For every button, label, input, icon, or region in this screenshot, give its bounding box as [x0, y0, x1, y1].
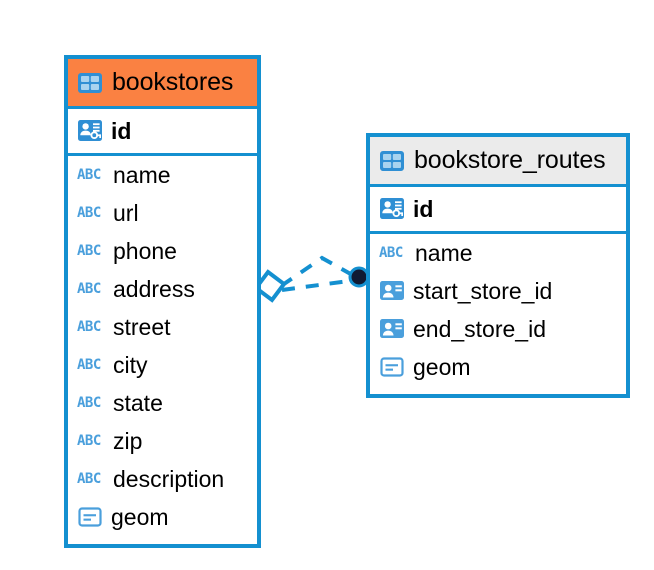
field-row-address[interactable]: ABC address: [68, 270, 257, 308]
abc-text-icon: ABC: [77, 167, 101, 183]
entity-header-bookstores[interactable]: bookstores: [68, 59, 257, 106]
entity-bookstores[interactable]: bookstores id: [64, 55, 261, 548]
field-label: city: [113, 351, 148, 378]
abc-text-icon: ABC: [77, 433, 101, 449]
abc-text-icon: ABC: [77, 319, 101, 335]
abc-text-icon: ABC: [77, 281, 101, 297]
abc-text-icon: ABC: [77, 243, 101, 259]
geometry-icon: [78, 507, 102, 527]
geometry-icon: [380, 357, 404, 377]
field-label: end_store_id: [413, 315, 546, 342]
relationship-line-upper: [279, 255, 357, 288]
field-row-url[interactable]: ABC url: [68, 194, 257, 232]
field-label: description: [113, 465, 225, 492]
entity-title: bookstores: [112, 68, 234, 96]
field-list-bookstores: ABC name ABC url ABC phone ABC: [68, 156, 257, 536]
field-row-state[interactable]: ABC state: [68, 384, 257, 422]
field-label: id: [111, 117, 132, 144]
entity-header-bookstore-routes[interactable]: bookstore_routes: [370, 137, 626, 184]
field-label: id: [413, 195, 434, 222]
field-label: url: [113, 199, 139, 226]
entity-title: bookstore_routes: [414, 146, 606, 174]
primary-key-section-bookstores: id: [68, 106, 257, 156]
entity-bookstore-routes[interactable]: bookstore_routes id: [366, 133, 630, 398]
field-row-id[interactable]: id: [370, 187, 626, 231]
abc-text-icon: ABC: [77, 395, 101, 411]
field-label: geom: [413, 353, 471, 380]
foreign-key-icon: [380, 281, 404, 300]
field-row-zip[interactable]: ABC zip: [68, 422, 257, 460]
field-label: address: [113, 275, 195, 302]
field-row-street[interactable]: ABC street: [68, 308, 257, 346]
field-row-id[interactable]: id: [68, 109, 257, 153]
table-icon: [380, 150, 404, 171]
field-row-name[interactable]: ABC name: [370, 234, 626, 272]
abc-text-icon: ABC: [77, 357, 101, 373]
foreign-key-icon: [380, 319, 404, 338]
abc-text-icon: ABC: [77, 205, 101, 221]
field-label: zip: [113, 427, 143, 454]
field-label: state: [113, 389, 163, 416]
primary-key-section-bookstore-routes: id: [370, 184, 626, 234]
field-row-city[interactable]: ABC city: [68, 346, 257, 384]
field-row-description[interactable]: ABC description: [68, 460, 257, 498]
field-row-geom[interactable]: geom: [370, 348, 626, 386]
primary-key-icon: [380, 198, 404, 219]
relationship-line-lower: [281, 278, 357, 292]
field-label: street: [113, 313, 171, 340]
abc-text-icon: ABC: [379, 245, 403, 261]
field-label: geom: [111, 503, 169, 530]
field-label: name: [113, 161, 171, 188]
field-row-end-store-id[interactable]: end_store_id: [370, 310, 626, 348]
field-row-phone[interactable]: ABC phone: [68, 232, 257, 270]
table-icon: [78, 72, 102, 93]
field-row-name[interactable]: ABC name: [68, 156, 257, 194]
field-label: phone: [113, 237, 177, 264]
field-row-start-store-id[interactable]: start_store_id: [370, 272, 626, 310]
primary-key-icon: [78, 120, 102, 141]
abc-text-icon: ABC: [77, 471, 101, 487]
field-row-geom[interactable]: geom: [68, 498, 257, 536]
field-label: name: [415, 239, 473, 266]
field-label: start_store_id: [413, 277, 553, 304]
field-list-bookstore-routes: ABC name start_store_id: [370, 234, 626, 386]
